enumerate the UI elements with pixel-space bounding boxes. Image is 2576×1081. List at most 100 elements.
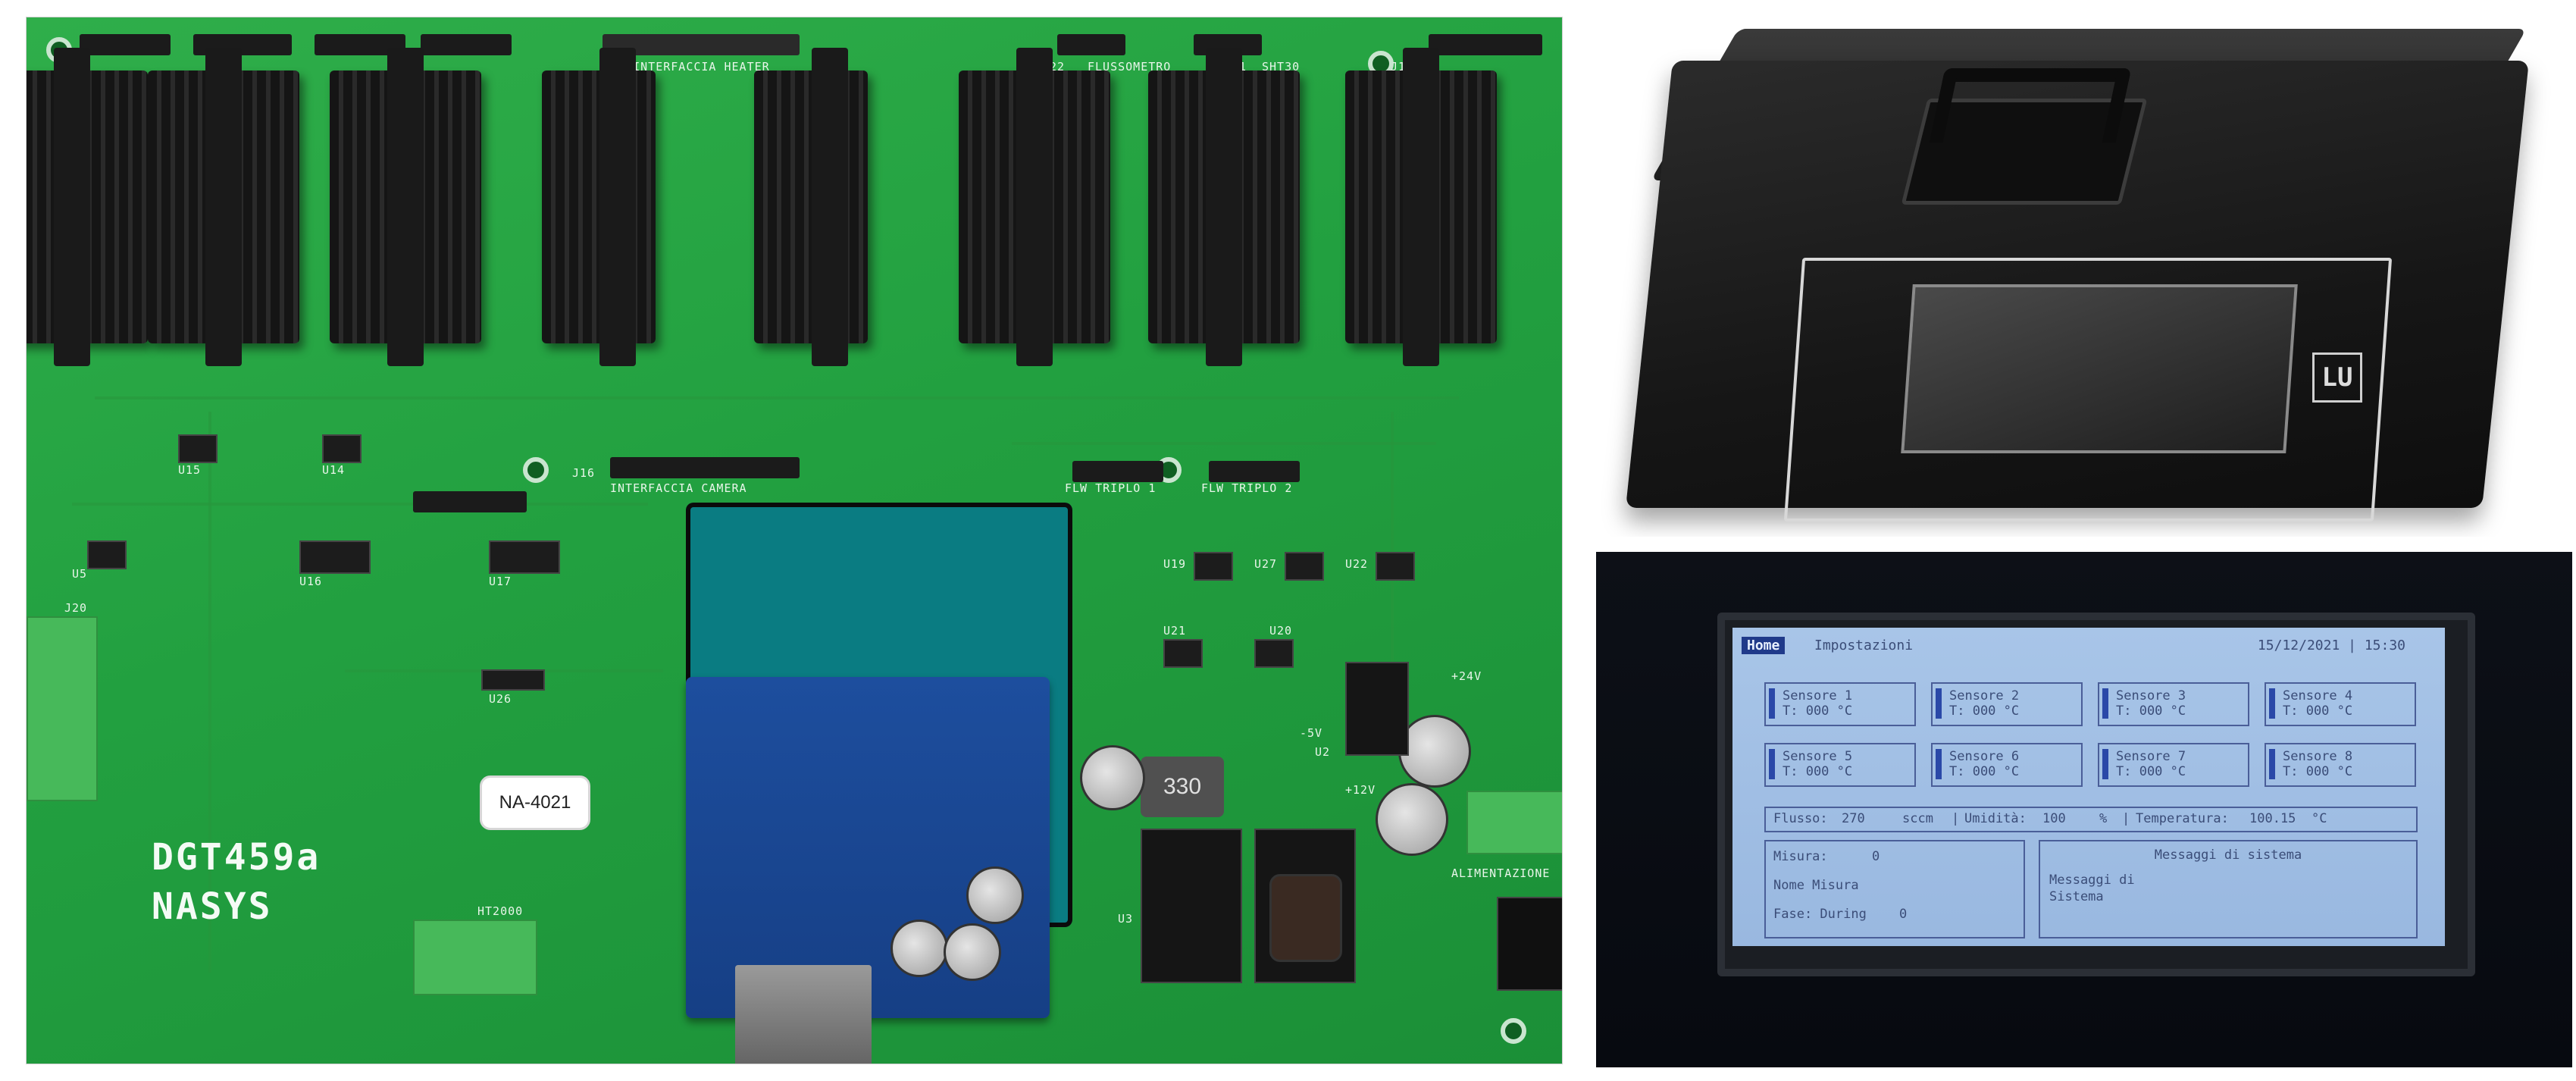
heatsink <box>148 48 299 366</box>
sensor-temp: T: 000 °C <box>2116 764 2186 779</box>
silk-12v: +12V <box>1345 783 1376 797</box>
silk-j20: J20 <box>64 601 88 615</box>
device-logo-glyph: LU <box>2321 362 2353 393</box>
capacitor <box>1269 874 1342 962</box>
pcb-photo: J17 INTERFACCIA HEATER J22 FLUSSOMETRO J… <box>26 17 1563 1064</box>
device-logo: LU <box>2312 352 2362 403</box>
regulator <box>1141 829 1242 983</box>
ic-chip <box>1254 639 1294 668</box>
heatsink <box>959 48 1110 366</box>
ic-chip <box>489 540 560 574</box>
ic-chip <box>322 434 362 463</box>
sensor-card[interactable]: Sensore 8 T: 000 °C <box>2265 743 2416 787</box>
sensor-card[interactable]: Sensore 2 T: 000 °C <box>1931 682 2083 726</box>
sensor-card[interactable]: Sensore 1 T: 000 °C <box>1764 682 1916 726</box>
silk-u14: U14 <box>322 463 346 477</box>
ic-chip <box>1194 552 1233 581</box>
sensor-temp: T: 000 °C <box>2283 764 2353 779</box>
carry-handle <box>1929 68 2132 143</box>
device-photo: LU <box>1596 8 2572 537</box>
silk-u26: U26 <box>489 692 512 706</box>
silk-u15: U15 <box>178 463 202 477</box>
ic-chip <box>299 540 371 574</box>
terminal-block <box>27 616 98 801</box>
flow-unit: sccm <box>1902 811 1933 826</box>
silk-ht2000: HT2000 <box>477 904 524 918</box>
mounting-hole <box>523 457 549 483</box>
silk-u3: U3 <box>1118 912 1134 926</box>
heatsink <box>330 48 481 366</box>
lcd-photo: Home Impostazioni 15/12/2021 | 15:30 Sen… <box>1596 552 2572 1067</box>
capacitor <box>890 920 948 977</box>
system-messages-body: Messaggi di Sistema <box>2049 873 2135 904</box>
time: 15:30 <box>2364 638 2405 653</box>
sensor-name: Sensore 2 <box>1949 688 2020 703</box>
lcd-header: Home Impostazioni 15/12/2021 | 15:30 <box>1742 637 2436 656</box>
silk-24v: +24V <box>1451 669 1482 683</box>
sensor-card[interactable]: Sensore 3 T: 000 °C <box>2098 682 2249 726</box>
sensor-name: Sensore 3 <box>2116 688 2186 703</box>
silk-flw-triplo-2: FLW TRIPLO 2 <box>1201 481 1293 495</box>
inductor: 330 <box>1141 757 1224 817</box>
measurement-value: 0 <box>1872 849 1880 864</box>
silk-u21: U21 <box>1163 624 1187 638</box>
silk-u5: U5 <box>72 567 88 581</box>
capacitor <box>1080 745 1145 810</box>
terminal-block <box>413 920 537 995</box>
sensor-name: Sensore 7 <box>2116 749 2186 764</box>
date: 15/12/2021 <box>2257 638 2340 653</box>
system-messages-panel: Messaggi di sistema Messaggi di Sistema <box>2039 840 2418 938</box>
sensor-card[interactable]: Sensore 4 T: 000 °C <box>2265 682 2416 726</box>
silk-j16: J16 <box>572 466 596 480</box>
heatsink <box>754 48 868 366</box>
sensor-name: Sensore 5 <box>1783 749 1853 764</box>
measurement-label: Misura: <box>1773 849 1828 864</box>
tab-home[interactable]: Home <box>1742 637 1786 654</box>
silk-sht30: SHT30 <box>1262 60 1301 74</box>
sensor-name: Sensore 1 <box>1783 688 1853 703</box>
capacitor <box>966 866 1024 924</box>
phase-label: Fase: During <box>1773 907 1867 922</box>
sensor-card[interactable]: Sensore 6 T: 000 °C <box>1931 743 2083 787</box>
heatsink <box>1345 48 1497 366</box>
sensor-card[interactable]: Sensore 7 T: 000 °C <box>2098 743 2249 787</box>
rj45-connector <box>735 965 872 1064</box>
device-screen <box>1901 284 2298 453</box>
ic-chip <box>1163 639 1203 668</box>
capacitor <box>1376 783 1448 856</box>
heatsink <box>27 48 148 366</box>
silk-camera-interface: INTERFACCIA CAMERA <box>610 481 747 495</box>
flow-value: 270 <box>1842 811 1865 826</box>
sensor-temp: T: 000 °C <box>1949 703 2020 719</box>
tab-settings[interactable]: Impostazioni <box>1814 638 1914 653</box>
ic-chip <box>1285 552 1324 581</box>
ic-chip <box>1376 552 1415 581</box>
temperature-unit: °C <box>2312 811 2327 826</box>
silk-5v: -5V <box>1300 726 1323 740</box>
sensor-name: Sensore 4 <box>2283 688 2353 703</box>
board-sticker: NA-4021 <box>480 776 590 830</box>
sensor-temp: T: 000 °C <box>1783 764 1853 779</box>
ic-chip <box>481 669 545 691</box>
status-bar: Flusso: 270 sccm | Umidità: 100 % | Temp… <box>1764 807 2418 832</box>
regulator <box>1345 662 1409 756</box>
datetime: 15/12/2021 | 15:30 <box>2257 638 2405 653</box>
board-name: DGT459a <box>152 836 321 879</box>
heatsink <box>542 48 656 366</box>
temperature-value: 100.15 <box>2249 811 2296 826</box>
capacitor <box>944 923 1001 981</box>
power-jack <box>1497 897 1562 991</box>
divider: | <box>1952 811 1960 826</box>
lcd-screen: Home Impostazioni 15/12/2021 | 15:30 Sen… <box>1732 628 2445 946</box>
sensor-card[interactable]: Sensore 5 T: 000 °C <box>1764 743 1916 787</box>
silk-flussometro: FLUSSOMETRO <box>1088 60 1172 74</box>
inductor-marking: 330 <box>1163 774 1202 799</box>
silk-u20: U20 <box>1269 624 1293 638</box>
measurement-panel: Misura: 0 Nome Misura Fase: During 0 <box>1764 840 2025 938</box>
board-maker: NASYS <box>152 885 273 928</box>
mounting-hole <box>1501 1018 1526 1044</box>
sensor-name: Sensore 6 <box>1949 749 2020 764</box>
silk-u17: U17 <box>489 575 512 588</box>
ic-chip <box>178 434 218 463</box>
silk-flw-triplo-1: FLW TRIPLO 1 <box>1065 481 1157 495</box>
